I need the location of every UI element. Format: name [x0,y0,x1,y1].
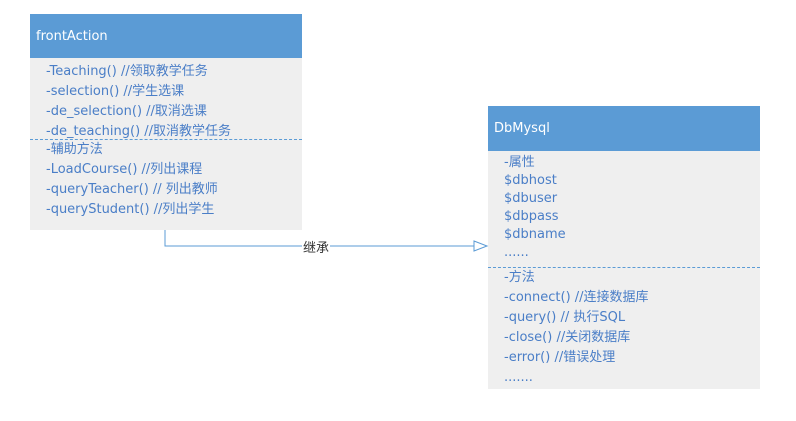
dbmysql-class-name: DbMysql [494,121,550,136]
method-selection: -selection() //学生选课 [46,84,185,99]
inheritance-arrowhead [473,240,489,252]
method-close: -close() //关闭数据库 [504,330,631,345]
frontaction-class-box[interactable]: frontAction -Teaching() //领取教学任务 -select… [30,14,302,230]
attribute-dbpass: $dbpass [504,209,559,224]
method-query-teacher: -queryTeacher() // 列出教师 [46,182,218,197]
inheritance-line [164,230,474,247]
frontaction-class-name: frontAction [36,28,108,44]
method-de-teaching: -de_teaching() //取消教学任务 [46,124,232,139]
attribute-ellipsis: ...... [504,245,529,260]
method-de-selection: -de_selection() //取消选课 [46,104,207,119]
frontaction-helper-methods: -辅助方法 -LoadCourse() //列出课程 -queryTeacher… [30,140,302,220]
dbmysql-attributes: -属性 $dbhost $dbuser $dbpass $dbname ....… [488,151,760,267]
attribute-dbhost: $dbhost [504,173,557,188]
method-query: -query() // 执行SQL [504,310,626,325]
dbmysql-class-box[interactable]: DbMysql -属性 $dbhost $dbuser $dbpass $dbn… [488,106,760,389]
dbmysql-class-header: DbMysql [488,106,760,151]
attribute-dbuser: $dbuser [504,191,558,206]
dbmysql-divider [488,267,760,268]
helper-section-title: -辅助方法 [46,142,103,157]
method-load-course: -LoadCourse() //列出课程 [46,162,203,177]
attributes-section-title: -属性 [504,155,535,170]
attribute-dbname: $dbname [504,227,566,242]
inheritance-label: 继承 [302,237,331,256]
method-query-student: -queryStudent() //列出学生 [46,202,215,217]
method-ellipsis: ....... [504,370,533,385]
frontaction-primary-methods: -Teaching() //领取教学任务 -selection() //学生选课… [30,58,302,139]
method-error: -error() //错误处理 [504,350,616,365]
frontaction-class-header: frontAction [30,14,302,58]
frontaction-divider [30,139,302,140]
method-connect: -connect() //连接数据库 [504,290,649,305]
methods-section-title: -方法 [504,270,535,285]
method-teaching: -Teaching() //领取教学任务 [46,64,208,79]
dbmysql-methods: -方法 -connect() //连接数据库 -query() // 执行SQL… [488,268,760,388]
